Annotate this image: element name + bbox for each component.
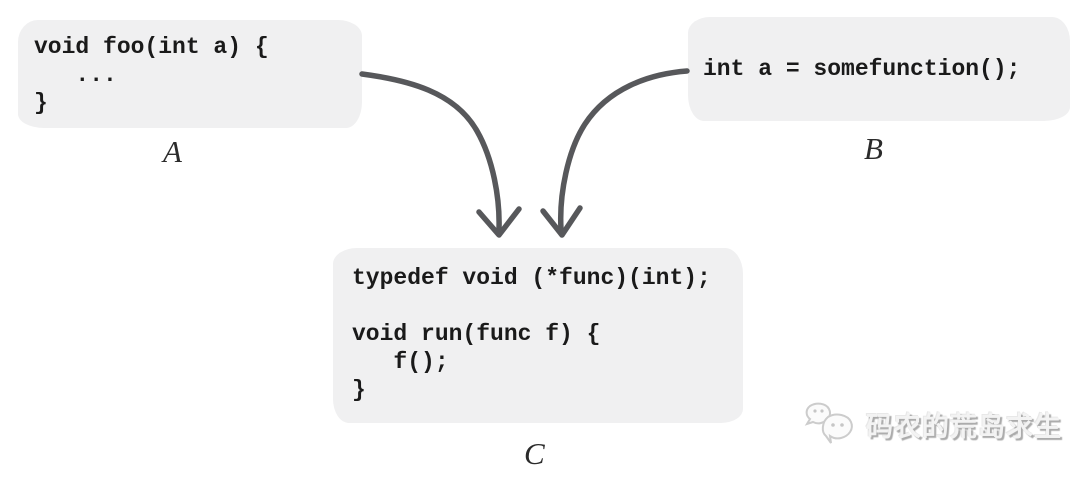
code-line: f(); — [352, 349, 449, 375]
box-c-label: C — [524, 436, 545, 471]
code-line: } — [34, 90, 48, 116]
arrow-b-to-c-icon — [540, 68, 690, 238]
watermark-text: 码农的荒岛求生 — [866, 411, 1062, 443]
code-line: ... — [34, 62, 117, 88]
code-line: void run(func f) { — [352, 321, 601, 347]
code-box-a: void foo(int a) { ... } — [18, 20, 362, 128]
code-line: int a = somefunction(); — [703, 56, 1021, 82]
box-a-label: A — [163, 134, 182, 169]
code-box-c: typedef void (*func)(int); void run(func… — [333, 248, 743, 423]
box-b-label: B — [864, 131, 883, 166]
code-line: void foo(int a) { — [34, 34, 269, 60]
arrow-a-to-c-icon — [359, 71, 522, 238]
code-box-b: int a = somefunction(); — [688, 17, 1070, 121]
watermark: 码农的荒岛求生 — [802, 400, 1062, 448]
wechat-chat-bubbles-icon — [804, 402, 853, 444]
code-line: typedef void (*func)(int); — [352, 265, 711, 291]
code-line: } — [352, 377, 366, 403]
